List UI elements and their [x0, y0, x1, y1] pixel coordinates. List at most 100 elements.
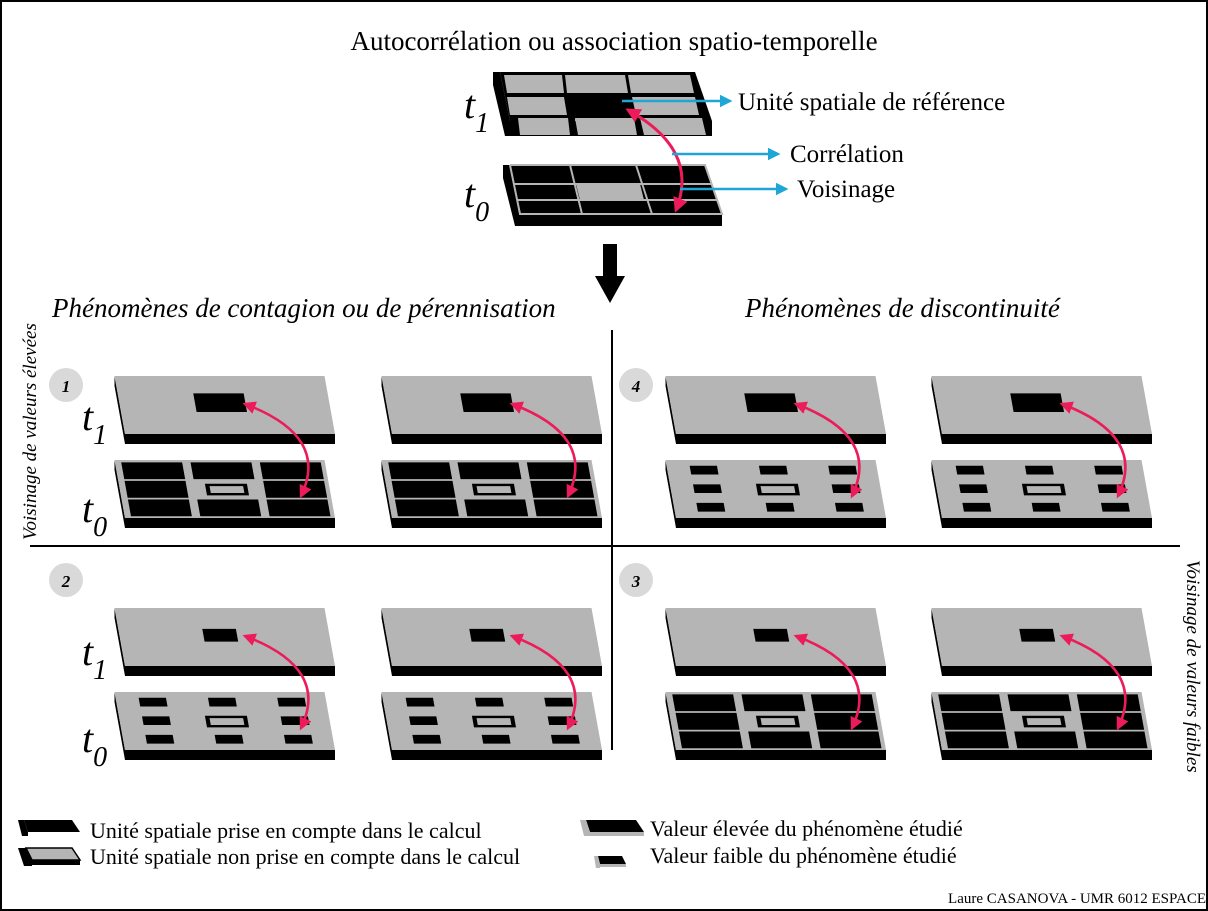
- q1-correlation-arrow: [509, 401, 579, 499]
- q3-correlation-arrow: [1059, 633, 1129, 731]
- neighbour-cell: [464, 499, 529, 517]
- reference-cell: [744, 393, 799, 412]
- neighbour-cell: [530, 480, 595, 498]
- quadrant-badge-3: 3: [619, 563, 653, 597]
- neighbour-cell: [138, 697, 168, 707]
- q1-t1-label: t1: [82, 394, 107, 451]
- q3-correlation-arrow: [793, 633, 863, 731]
- callout-reference-text: Unité spatiale de référence: [738, 89, 1005, 116]
- legend-black-unit-swatch: [18, 820, 80, 836]
- neighbour-cell: [127, 499, 192, 517]
- q1-correlation-arrow: [242, 401, 312, 499]
- centre-cell: [209, 718, 245, 726]
- legend-high-value-text: Valeur élevée du phénomène étudié: [650, 816, 963, 841]
- neighbour-cell: [955, 465, 985, 475]
- q4-plate-t1: [665, 376, 886, 444]
- neighbour-cell: [263, 480, 328, 498]
- neighbour-cell: [689, 465, 719, 475]
- neighbour-cell: [533, 499, 598, 517]
- q4-correlation-arrow: [793, 401, 863, 499]
- neighbour-cell: [277, 697, 307, 707]
- legend: Unité spatiale prise en compte dans le c…: [18, 816, 963, 869]
- reference-cell: [753, 628, 790, 642]
- svg-text:4: 4: [631, 377, 641, 396]
- neighbour-cell: [207, 697, 237, 707]
- centre-cell: [476, 486, 512, 494]
- q2-t1-label: t1: [82, 629, 107, 686]
- centre-cell: [476, 718, 512, 726]
- left-section-heading: Phénomènes de contagion ou de pérennisat…: [51, 293, 556, 323]
- neighbour-cell: [1031, 502, 1061, 512]
- svg-text:1: 1: [62, 377, 71, 396]
- quadrants: [114, 376, 1152, 760]
- centre-cell: [1026, 718, 1062, 726]
- centre-cell: [1026, 486, 1062, 494]
- neighbour-cell: [474, 697, 504, 707]
- neighbour-cell: [810, 694, 875, 712]
- right-axis-label: Voisinage de valeurs faibles: [1182, 560, 1203, 773]
- neighbour-cell: [544, 697, 574, 707]
- legend-high-value-swatch: [580, 820, 644, 836]
- neighbour-cell: [944, 731, 1009, 749]
- callout-correlation-text: Corrélation: [790, 141, 904, 168]
- q1-plate-t1: [114, 376, 335, 444]
- neighbour-cell: [391, 480, 456, 498]
- legend-grey-unit-swatch: [18, 847, 82, 866]
- neighbour-cell: [457, 462, 522, 480]
- q1-plate-t1: [381, 376, 602, 444]
- neighbour-cell: [1076, 694, 1141, 712]
- neighbour-cell: [197, 499, 262, 517]
- q2-t0-label: t0: [82, 716, 107, 773]
- neighbour-cell: [672, 694, 737, 712]
- top-t0-label: t0: [464, 171, 489, 228]
- neighbour-cell: [1007, 694, 1072, 712]
- neighbour-cell: [814, 712, 879, 730]
- neighbour-cell: [283, 734, 313, 744]
- right-section-heading: Phénomènes de discontinuité: [744, 293, 1061, 323]
- neighbour-cell: [259, 462, 324, 480]
- legend-low-value-swatch: [594, 856, 626, 868]
- quadrant-badge-2: 2: [49, 563, 83, 597]
- neighbour-cell: [409, 716, 438, 726]
- svg-text:3: 3: [631, 572, 641, 591]
- quadrant-badge-4: 4: [619, 368, 653, 402]
- q2-plate-t1: [381, 608, 602, 676]
- neighbour-cell: [678, 731, 743, 749]
- neighbour-cell: [1014, 731, 1079, 749]
- q2-plate-t1: [114, 608, 335, 676]
- neighbour-cell: [550, 734, 580, 744]
- neighbour-cell: [214, 734, 244, 744]
- centre-cell: [760, 718, 796, 726]
- centre-cell: [760, 486, 796, 494]
- neighbour-cell: [675, 712, 740, 730]
- legend-grey-unit-text: Unité spatiale non prise en compte dans …: [90, 844, 520, 869]
- neighbour-cell: [834, 502, 864, 512]
- top-plate-t0: [503, 164, 724, 226]
- q3-plate-t1: [931, 608, 1152, 676]
- neighbour-cell: [388, 462, 453, 480]
- reference-cell: [202, 628, 239, 642]
- neighbour-cell: [394, 499, 459, 517]
- top-diagram: t1 t0 Unité spatiale de référence Corrél…: [464, 72, 1005, 228]
- svg-text:2: 2: [61, 572, 71, 591]
- top-t1-label: t1: [464, 82, 489, 139]
- neighbour-cell: [765, 502, 795, 512]
- reference-cell: [1019, 628, 1056, 642]
- legend-low-value-text: Valeur faible du phénomène étudié: [650, 843, 957, 868]
- q4-correlation-arrow: [1059, 401, 1129, 499]
- reference-cell: [1010, 393, 1065, 412]
- neighbour-cell: [741, 694, 806, 712]
- neighbour-cell: [748, 731, 813, 749]
- neighbour-cell: [121, 462, 186, 480]
- neighbour-cell: [959, 484, 988, 494]
- neighbour-cell: [828, 465, 858, 475]
- neighbour-cell: [758, 465, 788, 475]
- neighbour-cell: [817, 731, 882, 749]
- neighbour-cell: [124, 480, 189, 498]
- neighbour-cell: [1100, 502, 1130, 512]
- neighbour-cell: [1083, 731, 1148, 749]
- neighbour-cell: [962, 502, 992, 512]
- neighbour-cell: [941, 712, 1006, 730]
